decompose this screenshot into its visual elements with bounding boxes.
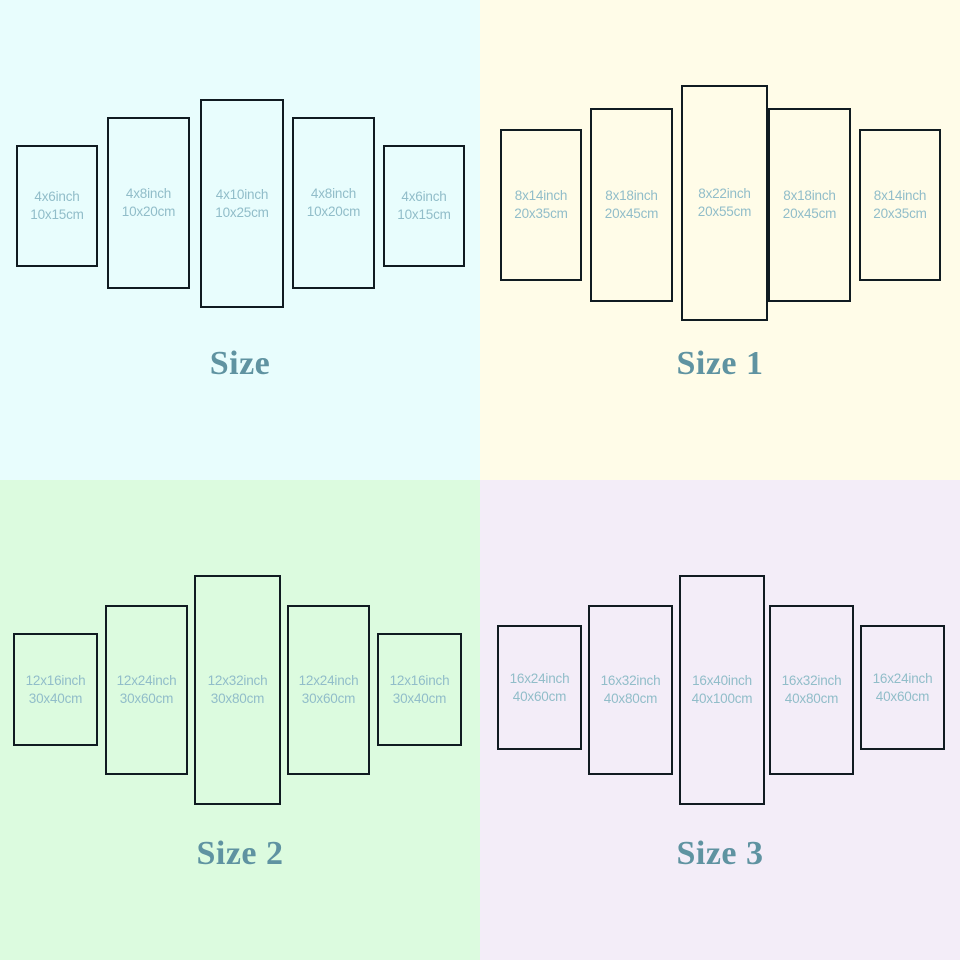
panel-size-cm: 20x55cm bbox=[697, 204, 752, 219]
panel-size-cm: 10x15cm bbox=[30, 207, 84, 222]
panel-size-inch: 16x24inch bbox=[509, 670, 570, 686]
panel-size-cm: 10x20cm bbox=[306, 204, 361, 219]
panel-size-inch: 8x18inch bbox=[783, 188, 836, 204]
panel-size-label: 12x16inch 30x40cm bbox=[390, 672, 450, 708]
panel-size-inch: 12x32inch bbox=[207, 673, 268, 689]
canvas-panel[interactable]: 12x32inch 30x80cm bbox=[194, 575, 281, 805]
panel-size-cm: 40x80cm bbox=[603, 691, 658, 706]
panel-size-label: 12x24inch 30x60cm bbox=[299, 672, 359, 708]
canvas-panel[interactable]: 16x24inch 40x60cm bbox=[497, 625, 582, 750]
panel-size-label: 4x8inch 10x20cm bbox=[306, 185, 361, 221]
panel-size-inch: 16x24inch bbox=[872, 670, 933, 686]
quadrant-size-3[interactable]: 16x24inch 40x60cm 16x32inch 40x80cm 16x40inc… bbox=[480, 480, 960, 960]
panel-size-inch: 8x14inch bbox=[514, 188, 568, 204]
panel-size-label: 4x10inch 10x25cm bbox=[215, 186, 269, 222]
panel-size-cm: 10x20cm bbox=[121, 204, 176, 219]
quadrant-title: Size 1 bbox=[676, 345, 764, 382]
panel-size-cm: 30x40cm bbox=[28, 690, 83, 706]
canvas-panel[interactable]: 16x32inch 40x80cm bbox=[588, 605, 673, 775]
canvas-panel[interactable]: 4x10inch 10x25cm bbox=[200, 99, 284, 308]
panel-size-inch: 4x8inch bbox=[310, 186, 357, 202]
canvas-panel[interactable]: 4x8inch 10x20cm bbox=[292, 117, 375, 289]
panel-size-label: 4x8inch 10x20cm bbox=[121, 185, 176, 221]
panel-size-inch: 12x24inch bbox=[298, 673, 359, 689]
quadrant-title: Size 2 bbox=[196, 835, 284, 872]
canvas-panel[interactable]: 12x16inch 30x40cm bbox=[13, 633, 98, 746]
panel-size-cm: 40x100cm bbox=[691, 691, 753, 706]
panel-size-cm: 40x60cm bbox=[875, 688, 930, 704]
panel-size-inch: 16x32inch bbox=[600, 673, 661, 689]
canvas-panel[interactable]: 4x8inch 10x20cm bbox=[107, 117, 190, 289]
panel-size-cm: 10x15cm bbox=[397, 207, 451, 222]
panel-size-cm: 30x60cm bbox=[119, 691, 174, 706]
canvas-panel[interactable]: 16x24inch 40x60cm bbox=[860, 625, 945, 750]
panel-size-inch: 12x16inch bbox=[25, 672, 86, 688]
panel-group: 12x16inch 30x40cm 12x24inch 30x60cm 12x32inc… bbox=[0, 480, 480, 960]
panel-size-inch: 4x6inch bbox=[34, 189, 80, 205]
panel-size-cm: 10x25cm bbox=[215, 204, 269, 220]
panel-size-label: 4x6inch 10x15cm bbox=[397, 188, 451, 224]
panel-size-cm: 40x60cm bbox=[512, 688, 567, 704]
quadrant-size-2[interactable]: 12x16inch 30x40cm 12x24inch 30x60cm 12x32inc… bbox=[0, 480, 480, 960]
panel-size-cm: 20x35cm bbox=[514, 206, 568, 221]
panel-size-label: 8x14inch 20x35cm bbox=[873, 187, 927, 223]
panel-size-inch: 4x10inch bbox=[215, 186, 269, 202]
panel-size-inch: 4x6inch bbox=[401, 189, 447, 205]
canvas-panel[interactable]: 16x32inch 40x80cm bbox=[769, 605, 854, 775]
panel-group: 8x14inch 20x35cm 8x18inch 20x45cm 8x22inch 20… bbox=[480, 0, 960, 480]
panel-size-inch: 8x18inch bbox=[605, 188, 658, 204]
panel-size-inch: 16x40inch bbox=[692, 673, 752, 689]
canvas-panel[interactable]: 8x18inch 20x45cm bbox=[768, 108, 851, 302]
panel-size-inch: 8x22inch bbox=[698, 186, 751, 202]
quadrant-size[interactable]: 4x6inch 10x15cm 4x8inch 10x20cm 4x10inch 10x2… bbox=[0, 0, 480, 480]
canvas-panel[interactable]: 8x14inch 20x35cm bbox=[859, 129, 941, 281]
panel-size-label: 16x32inch 40x80cm bbox=[782, 672, 842, 708]
panel-size-label: 8x14inch 20x35cm bbox=[514, 187, 568, 223]
canvas-panel[interactable]: 12x24inch 30x60cm bbox=[287, 605, 370, 775]
canvas-panel[interactable]: 8x22inch 20x55cm bbox=[681, 85, 768, 321]
panel-size-inch: 8x14inch bbox=[873, 188, 927, 204]
panel-size-cm: 30x60cm bbox=[301, 691, 356, 706]
panel-size-cm: 20x35cm bbox=[873, 206, 927, 221]
panel-size-cm: 20x45cm bbox=[604, 206, 659, 221]
panel-size-inch: 16x32inch bbox=[781, 673, 842, 689]
panel-size-label: 8x22inch 20x55cm bbox=[697, 185, 752, 221]
canvas-panel[interactable]: 16x40inch 40x100cm bbox=[679, 575, 765, 805]
canvas-panel[interactable]: 12x16inch 30x40cm bbox=[377, 633, 462, 746]
panel-size-label: 12x16inch 30x40cm bbox=[26, 672, 86, 708]
panel-group: 4x6inch 10x15cm 4x8inch 10x20cm 4x10inch 10x2… bbox=[0, 0, 480, 480]
quadrant-title: Size bbox=[209, 345, 271, 382]
panel-size-inch: 12x24inch bbox=[116, 673, 177, 689]
panel-size-label: 12x32inch 30x80cm bbox=[208, 672, 268, 708]
panel-size-label: 16x24inch 40x60cm bbox=[510, 670, 570, 706]
canvas-panel[interactable]: 12x24inch 30x60cm bbox=[105, 605, 188, 775]
panel-size-label: 8x18inch 20x45cm bbox=[604, 187, 659, 223]
panel-size-label: 8x18inch 20x45cm bbox=[782, 187, 837, 223]
quadrant-size-1[interactable]: 8x14inch 20x35cm 8x18inch 20x45cm 8x22inch 20… bbox=[480, 0, 960, 480]
canvas-panel[interactable]: 4x6inch 10x15cm bbox=[383, 145, 465, 267]
panel-size-label: 16x24inch 40x60cm bbox=[873, 670, 933, 706]
panel-size-inch: 12x16inch bbox=[389, 672, 450, 688]
panel-group: 16x24inch 40x60cm 16x32inch 40x80cm 16x40inc… bbox=[480, 480, 960, 960]
panel-size-label: 16x32inch 40x80cm bbox=[601, 672, 661, 708]
panel-size-label: 4x6inch 10x15cm bbox=[30, 188, 84, 224]
canvas-panel[interactable]: 8x14inch 20x35cm bbox=[500, 129, 582, 281]
panel-size-cm: 30x40cm bbox=[392, 690, 447, 706]
canvas-panel[interactable]: 8x18inch 20x45cm bbox=[590, 108, 673, 302]
panel-size-cm: 20x45cm bbox=[782, 206, 837, 221]
canvas-panel[interactable]: 4x6inch 10x15cm bbox=[16, 145, 98, 267]
panel-size-inch: 4x8inch bbox=[125, 186, 172, 202]
panel-size-label: 16x40inch 40x100cm bbox=[692, 672, 753, 708]
panel-size-cm: 30x80cm bbox=[210, 691, 265, 706]
quadrant-title: Size 3 bbox=[676, 835, 764, 872]
panel-size-label: 12x24inch 30x60cm bbox=[117, 672, 177, 708]
panel-size-cm: 40x80cm bbox=[784, 691, 839, 706]
